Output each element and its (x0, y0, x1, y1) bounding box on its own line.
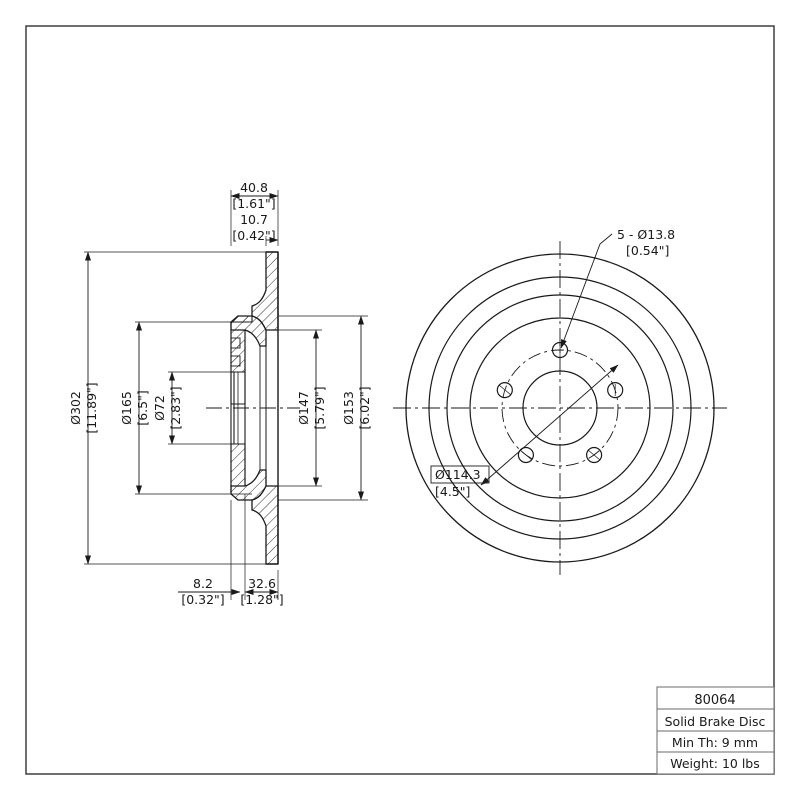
dim-text-302: Ø302 (68, 391, 83, 425)
dim-text-10-7: 10.7 (240, 212, 268, 227)
section-dimensions (84, 190, 368, 600)
annotation-text-bolt-holes-inch: [0.54"] (626, 243, 669, 258)
dim-text-72-inch: [2.83"] (168, 386, 183, 429)
bolt-hole-1 (551, 341, 569, 359)
annotation-text-bolt-circle: Ø114.3 (435, 467, 481, 482)
dim-text-10-7-inch: [0.42"] (232, 228, 275, 243)
title-block-part-number: 80064 (694, 693, 735, 708)
title-block-description: Solid Brake Disc (665, 714, 766, 729)
bolt-circle-callout-box (430, 465, 490, 484)
circle-friction-ring-inner (428, 276, 692, 540)
bolt-hole-center-marks (498, 343, 616, 461)
hat-wall-upper (252, 316, 266, 500)
title-block-weight: Weight: 10 lbs (670, 756, 760, 771)
hub-step-2 (230, 355, 241, 367)
annotation-text-bolt-holes: 5 - Ø13.8 (617, 227, 675, 242)
dim-text-32-6-inch: [1.28"] (240, 592, 283, 607)
circle-hat-flange-outer (446, 294, 674, 522)
leader-bolt-circle (480, 364, 619, 486)
dim-text-8-2-inch: [0.32"] (181, 592, 224, 607)
hub-barrel-lower (230, 443, 246, 487)
title-block: 80064 Solid Brake Disc Min Th: 9 mm Weig… (656, 686, 775, 775)
hat-flange-upper (229, 315, 253, 323)
dim-text-302-inch: [11.89"] (84, 382, 99, 433)
section-dimension-labels: 40.8 [1.61"] 10.7 [0.42"] Ø302 [11.89"] … (68, 180, 372, 607)
sheet-border (25, 25, 775, 775)
dim-text-32-6: 32.6 (248, 576, 276, 591)
leader-bolt-hole (560, 233, 613, 349)
dim-text-147: Ø147 (296, 391, 311, 425)
dim-text-8-2: 8.2 (193, 576, 213, 591)
dim-text-40-8: 40.8 (240, 180, 268, 195)
front-view-annotations (430, 233, 619, 486)
title-block-min-thickness: Min Th: 9 mm (672, 735, 758, 750)
dim-text-165: Ø165 (119, 391, 134, 425)
section-view (206, 251, 300, 565)
dim-text-165-inch: [6.5"] (135, 390, 150, 425)
dim-text-147-inch: [5.79"] (312, 386, 327, 429)
hub-step-1 (230, 337, 241, 349)
circle-hat-flange-inner (469, 317, 651, 499)
dim-text-153: Ø153 (341, 391, 356, 425)
annotation-text-bolt-circle-inch: [4.5"] (435, 484, 470, 499)
dim-text-40-8-inch: [1.61"] (232, 196, 275, 211)
dim-text-153-inch: [6.02"] (357, 386, 372, 429)
dim-text-72: Ø72 (152, 395, 167, 421)
front-view (393, 241, 727, 575)
front-view-annotation-labels: 5 - Ø13.8 [0.54"] Ø114.3 [4.5"] (435, 227, 675, 499)
circle-outer-edge (405, 253, 715, 563)
